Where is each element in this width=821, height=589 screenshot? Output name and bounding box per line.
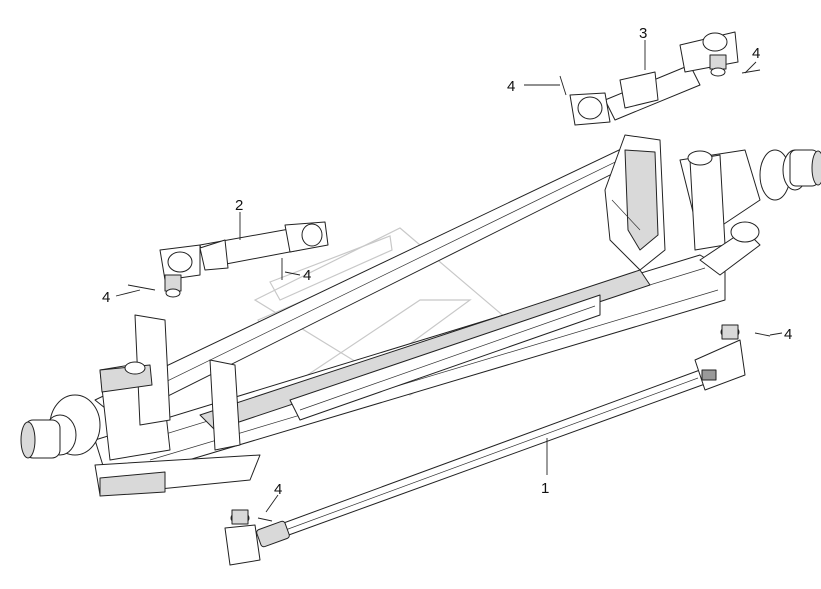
left-hub xyxy=(20,314,261,497)
leader-lines xyxy=(115,40,783,513)
callout-2: 2 xyxy=(235,197,243,214)
callout-4-bottom: 4 xyxy=(274,481,282,498)
axle-beam xyxy=(94,254,726,473)
tie-rod-assembly xyxy=(224,324,746,566)
callout-labels: 1 2 3 4 4 4 4 4 4 xyxy=(102,25,792,498)
callout-1: 1 xyxy=(541,480,549,497)
left-drag-link xyxy=(159,221,329,298)
callout-4-top-left: 4 xyxy=(507,78,515,95)
right-drag-link xyxy=(569,31,739,126)
callout-4-center: 4 xyxy=(303,267,311,284)
right-steering-bracket xyxy=(604,134,666,271)
right-hub xyxy=(679,149,821,276)
callout-4-left: 4 xyxy=(102,289,110,306)
callout-4-top-right: 4 xyxy=(752,45,760,62)
callout-4-right: 4 xyxy=(784,326,792,343)
callout-3: 3 xyxy=(639,25,647,42)
